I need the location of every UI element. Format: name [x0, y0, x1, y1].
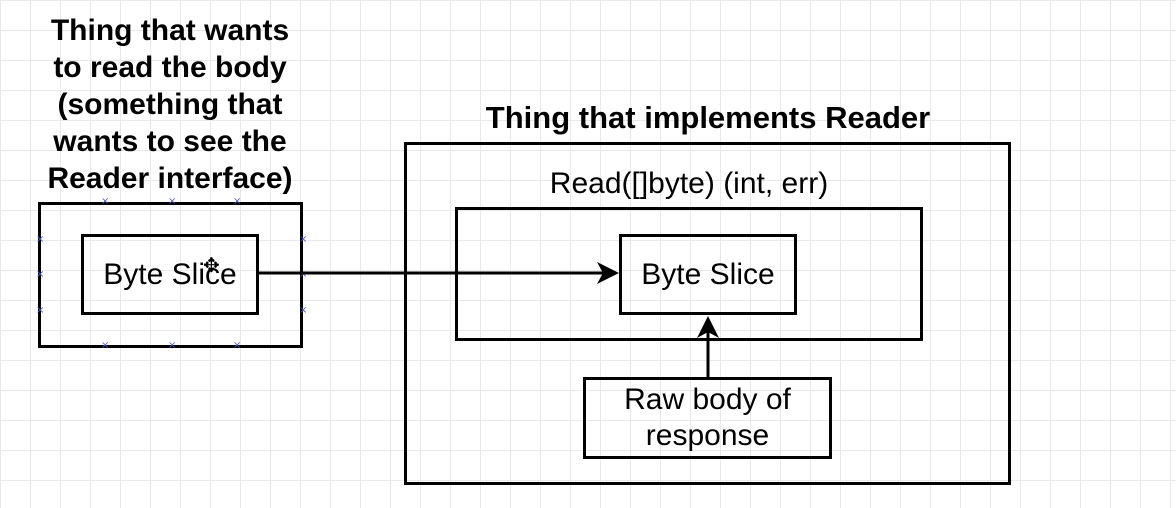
selection-handle[interactable]: × [101, 340, 110, 351]
selection-handle[interactable]: × [299, 234, 308, 245]
right-byte-slice-label: Byte Slice [641, 257, 775, 291]
arrow-head-up-icon [697, 316, 719, 338]
left-title-line: to read the body [53, 51, 287, 84]
left-title-line: Reader interface) [47, 162, 293, 195]
raw-body-box[interactable]: Raw body of response [583, 377, 832, 459]
selection-handle[interactable]: × [36, 234, 45, 245]
selection-handle[interactable]: × [36, 305, 45, 316]
right-byte-slice-box[interactable]: Byte Slice [619, 234, 797, 315]
left-title-line: wants to see the [53, 125, 287, 158]
left-outer-box[interactable] [38, 202, 303, 348]
raw-body-label-line: response [645, 419, 770, 452]
move-cursor-icon: ✥ [203, 253, 220, 277]
reader-implementer-box[interactable] [404, 142, 1011, 485]
selection-handle[interactable]: × [168, 196, 177, 207]
selection-handle[interactable]: × [168, 340, 177, 351]
left-title: Thing that wants to read the body (somet… [14, 12, 326, 197]
selection-handle[interactable]: × [233, 196, 242, 207]
left-byte-slice-box[interactable]: Byte Slice [81, 234, 259, 315]
read-signature-label: Read([]byte) (int, err) [549, 167, 829, 200]
right-title: Thing that implements Reader [485, 100, 931, 135]
left-title-line: (something that [57, 88, 283, 121]
left-byte-slice-label: Byte Slice [103, 257, 237, 291]
selection-handle[interactable]: × [36, 269, 45, 280]
selection-handle[interactable]: × [101, 196, 110, 207]
selection-handle[interactable]: × [299, 305, 308, 316]
arrow-head-right-icon [597, 262, 619, 284]
selection-handle[interactable]: × [233, 340, 242, 351]
raw-body-label-line: Raw body of [624, 383, 791, 416]
left-title-line: Thing that wants [50, 14, 290, 47]
